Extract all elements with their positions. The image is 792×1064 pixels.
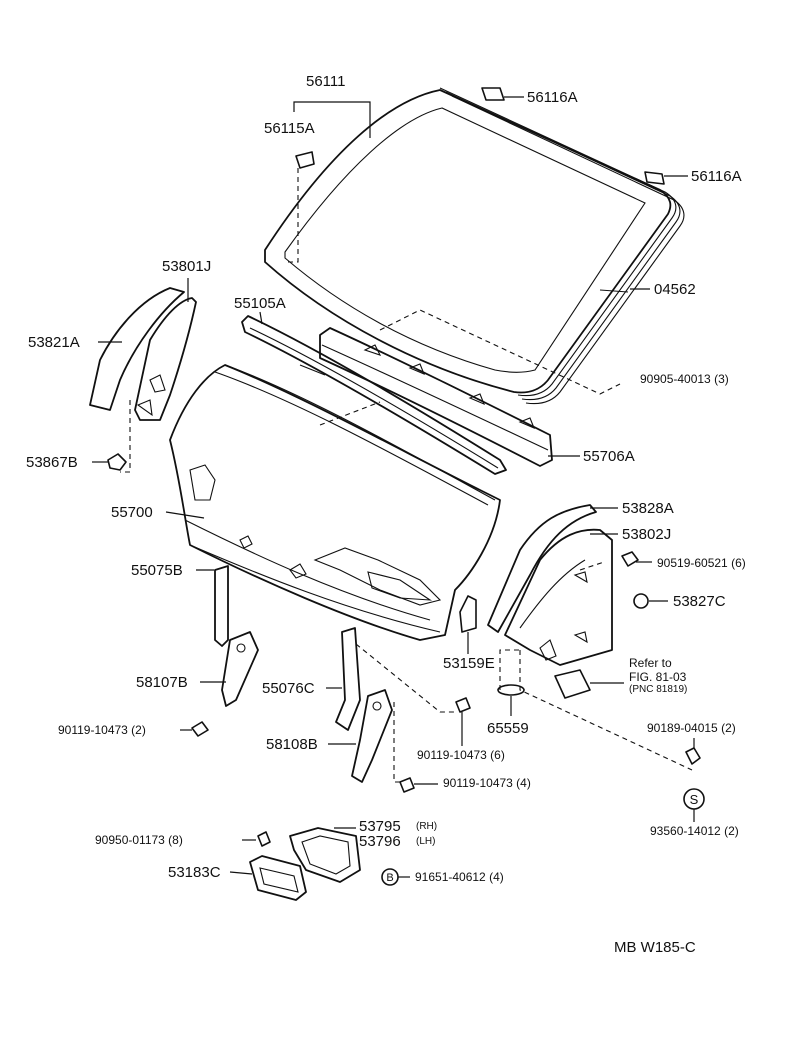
cowl-top-panel: [319, 327, 553, 467]
label-53827C: 53827C: [673, 593, 726, 610]
label-53795-side: (RH): [416, 821, 438, 832]
spacer-right: [644, 171, 665, 185]
label-56111: 56111: [306, 73, 346, 90]
label-90950-01173: 90950-01173 (8): [95, 833, 183, 847]
label-90119-10473-left: 90119-10473 (2): [58, 723, 146, 737]
label-93560-14012: 93560-14012 (2): [650, 824, 739, 838]
label-53183C: 53183C: [168, 864, 221, 881]
bolt-symbol: B: [381, 868, 399, 886]
bolt-letter: B: [386, 872, 393, 884]
label-53796-side: (LH): [416, 836, 436, 847]
label-56116A-top: 56116A: [527, 89, 578, 106]
right-pillar: [487, 504, 613, 666]
label-55700: 55700: [111, 504, 153, 521]
dashed-lines: [120, 168, 693, 783]
left-pillar: [89, 287, 197, 421]
label-90119-10473-low: 90119-10473 (4): [443, 776, 531, 790]
windshield-glass: [264, 89, 672, 394]
figure-code: MB W185-C: [614, 939, 696, 956]
right-fasteners: [497, 551, 701, 765]
cowl-panel: [169, 364, 501, 641]
label-90119-10473-mid: 90119-10473 (6): [417, 748, 505, 762]
washer-letter: S: [690, 792, 699, 807]
label-91651-40612: 91651-40612 (4): [415, 870, 504, 884]
label-58107B: 58107B: [136, 674, 188, 691]
label-56115A: 56115A: [264, 120, 315, 137]
left-hinge: [191, 565, 259, 737]
label-55706A: 55706A: [583, 448, 635, 465]
label-90189-04015: 90189-04015 (2): [647, 721, 736, 735]
leader-lines: [92, 96, 695, 878]
center-hinge: [335, 627, 471, 793]
refer-line-2: FIG. 81-03: [629, 670, 687, 684]
label-53801J: 53801J: [162, 258, 212, 275]
stopper-clip: [295, 151, 315, 169]
label-53802J: 53802J: [622, 526, 672, 543]
label-55075B: 55075B: [131, 562, 183, 579]
refer-line-1: Refer to: [629, 656, 672, 670]
label-90905-40013: 90905-40013 (3): [640, 372, 729, 386]
refer-line-3: (PNC 81819): [629, 684, 688, 695]
left-clip-53867B: [107, 453, 127, 471]
label-53821A: 53821A: [28, 334, 80, 351]
label-56116A-right: 56116A: [691, 168, 742, 185]
label-90519-60521: 90519-60521 (6): [657, 556, 746, 570]
label-55076C: 55076C: [262, 680, 315, 697]
label-53795: 53795: [359, 818, 401, 835]
vent-grille: [249, 827, 361, 901]
inner-panel: [241, 315, 507, 475]
washer-symbol: S: [683, 788, 705, 810]
label-65559: 65559: [487, 720, 529, 737]
windshield-moulding: [439, 87, 685, 405]
label-55105A: 55105A: [234, 295, 286, 312]
label-53867B: 53867B: [26, 454, 78, 471]
label-04562: 04562: [654, 281, 696, 298]
label-53828A: 53828A: [622, 500, 674, 517]
label-58108B: 58108B: [266, 736, 318, 753]
bracket-53159E: [459, 595, 477, 633]
spacer-top: [481, 87, 505, 101]
label-53159E: 53159E: [443, 655, 495, 672]
label-53796: 53796: [359, 833, 401, 850]
